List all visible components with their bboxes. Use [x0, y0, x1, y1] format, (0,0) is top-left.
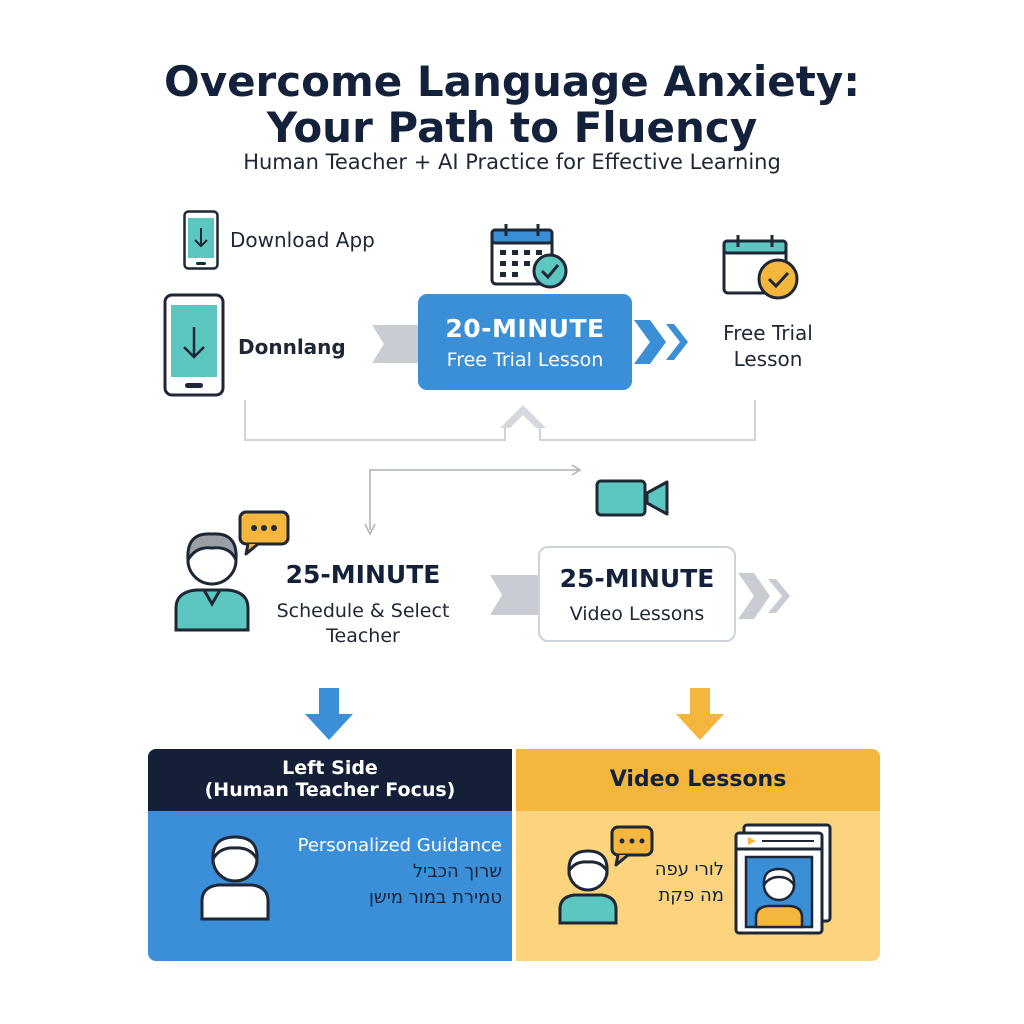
page-title-line2: Your Path to Fluency — [266, 103, 758, 152]
free-trial-label-line2: Lesson — [733, 347, 803, 371]
calendar-check-icon — [490, 224, 568, 289]
video-lessons-title: 25-MINUTE — [559, 564, 715, 593]
student-chat-icon — [558, 825, 654, 925]
phone-download-icon-large — [163, 293, 225, 397]
human-teacher-text: Personalized Guidance שרוך הכביל טמירת ב… — [266, 833, 502, 911]
personalized-guidance-text: Personalized Guidance — [297, 835, 502, 856]
schedule-step: 25-MINUTE Schedule & Select Teacher — [268, 560, 458, 649]
chevron-right-icon-blue — [634, 320, 688, 364]
video-lessons-text: לורי עפה מה פקת — [634, 857, 724, 909]
hebrew-line-2: טמירת במור מישן — [369, 887, 502, 908]
schedule-title: 25-MINUTE — [285, 560, 441, 589]
arrow-down-icon-orange — [676, 688, 724, 740]
arrow-down-icon-blue — [305, 688, 353, 740]
donnlang-label: Donnlang — [238, 335, 346, 359]
human-teacher-head-line2: (Human Teacher Focus) — [204, 779, 456, 801]
trial-lesson-title: 20-MINUTE — [445, 314, 605, 343]
arrow-right-icon-2 — [490, 575, 542, 615]
video-lessons-panel: Video Lessons לורי עפה מה פקת — [516, 749, 880, 961]
hebrew-line-3: לורי עפה — [654, 859, 724, 880]
chevron-right-icon-gray — [738, 573, 790, 619]
arrow-right-icon — [372, 325, 422, 363]
video-player-icon — [734, 823, 832, 935]
calendar-check-icon-orange — [722, 235, 799, 300]
person-icon — [200, 835, 270, 921]
video-lessons-panel-header: Video Lessons — [516, 749, 880, 811]
teacher-avatar-icon — [174, 510, 290, 632]
free-trial-label: Free Trial Lesson — [706, 320, 830, 372]
schedule-line1: Schedule & Select — [276, 600, 450, 622]
video-camera-icon — [595, 479, 669, 517]
phone-download-icon-small — [183, 210, 219, 270]
free-trial-label-line1: Free Trial — [723, 321, 813, 345]
trial-lesson-subtitle: Free Trial Lesson — [446, 349, 604, 371]
human-teacher-panel-header: Left Side (Human Teacher Focus) — [148, 749, 512, 811]
page-title-line1: Overcome Language Anxiety: — [163, 57, 860, 106]
page-subtitle: Human Teacher + AI Practice for Effectiv… — [243, 150, 781, 174]
download-app-label: Download App — [230, 228, 375, 252]
video-lessons-subtitle: Video Lessons — [569, 603, 705, 625]
hebrew-line-4: מה פקת — [658, 885, 724, 906]
hebrew-line-1: שרוך הכביל — [412, 861, 502, 882]
schedule-line2: Teacher — [326, 625, 400, 647]
human-teacher-head-line1: Left Side — [282, 757, 378, 779]
video-lessons-card: 25-MINUTE Video Lessons — [538, 546, 736, 642]
human-teacher-panel: Left Side (Human Teacher Focus) Personal… — [148, 749, 512, 961]
trial-lesson-card: 20-MINUTE Free Trial Lesson — [418, 294, 632, 390]
